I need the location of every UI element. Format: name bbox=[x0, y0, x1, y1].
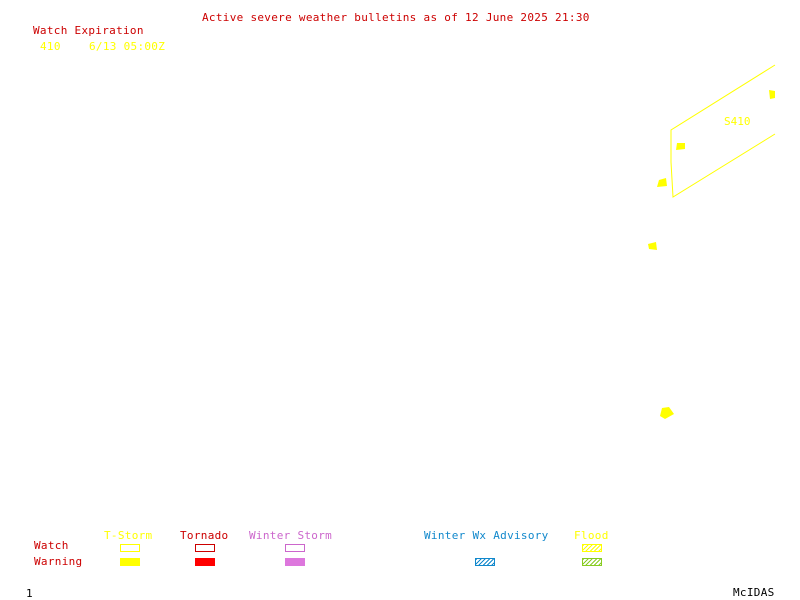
watch-polygon[interactable] bbox=[670, 64, 776, 198]
legend-flood-label: Flood bbox=[574, 529, 609, 542]
legend-tornado-label: Tornado bbox=[180, 529, 229, 542]
watch-expiration-time: 6/13 05:00Z bbox=[89, 40, 166, 53]
legend-tstorm-watch-swatch bbox=[120, 544, 140, 552]
legend-winter-storm-warning-swatch bbox=[285, 558, 305, 566]
legend-watch-row-label: Watch bbox=[34, 539, 69, 552]
storm-marker[interactable] bbox=[660, 407, 674, 419]
bulletin-title: Active severe weather bulletins as of 12… bbox=[202, 11, 590, 24]
legend-flood-warning-swatch bbox=[582, 558, 602, 566]
legend-tornado-watch-swatch bbox=[195, 544, 215, 552]
watch-expiration-id: 410 bbox=[40, 40, 61, 53]
watch-expiration-header: Watch Expiration bbox=[33, 24, 144, 37]
watch-polygon-label: S410 bbox=[724, 115, 751, 128]
legend-tornado-warning-swatch bbox=[195, 558, 215, 566]
storm-marker[interactable] bbox=[657, 178, 667, 187]
storm-marker[interactable] bbox=[769, 90, 775, 99]
legend-winter-wx-advisory-swatch bbox=[475, 558, 495, 566]
storm-marker[interactable] bbox=[676, 143, 685, 150]
legend-winter-storm-label: Winter Storm bbox=[249, 529, 333, 542]
legend-tstorm-label: T-Storm bbox=[104, 529, 153, 542]
legend-winter-storm-watch-swatch bbox=[285, 544, 305, 552]
legend-winter-wx-advisory-label: Winter Wx Advisory bbox=[424, 529, 549, 542]
legend-tstorm-warning-swatch bbox=[120, 558, 140, 566]
frame-number: 1 bbox=[26, 587, 33, 600]
storm-marker[interactable] bbox=[648, 242, 657, 250]
legend-warning-row-label: Warning bbox=[34, 555, 83, 568]
software-label: McIDAS bbox=[733, 586, 775, 599]
legend-flood-watch-swatch bbox=[582, 544, 602, 552]
